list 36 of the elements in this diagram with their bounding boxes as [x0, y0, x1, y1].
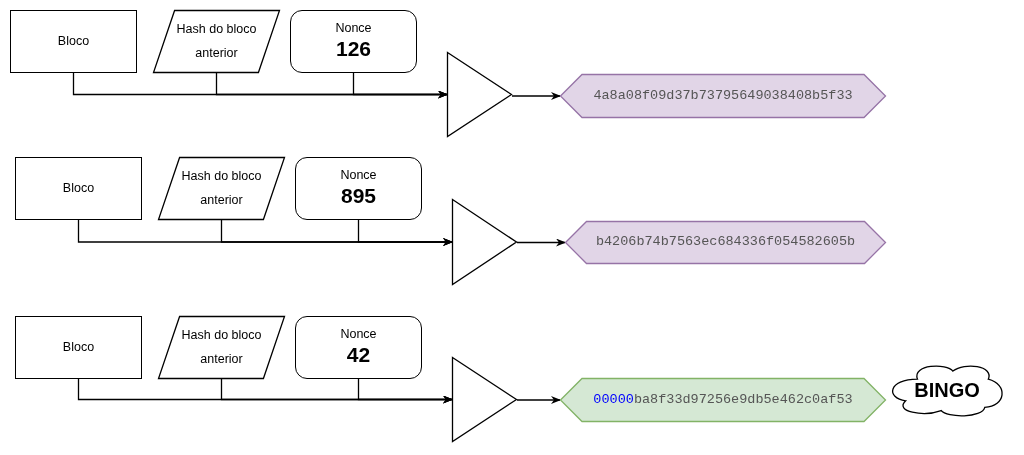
- process-box: [15, 316, 142, 379]
- box-label: Nonce: [335, 20, 372, 37]
- cloud-label: BINGO: [914, 377, 980, 403]
- triangle-shape: [447, 52, 512, 137]
- box-label: Hash do bloco anterior: [180, 167, 263, 209]
- box-label: Hash do bloco anterior: [180, 326, 263, 368]
- connector-arrow: [357, 219, 453, 246]
- hash-value: 4a8a08f09d37b73795649038408b5f33: [593, 87, 853, 105]
- box-label: Hash do bloco anterior: [175, 20, 258, 62]
- box-label: Nonce: [340, 167, 377, 184]
- hash-value: b4206b74b7563ec684336f054582605b: [595, 234, 856, 251]
- triangle-shape: [452, 357, 517, 442]
- rounded-box: [295, 157, 422, 220]
- nonce-value: 895: [340, 183, 376, 210]
- box-label: Nonce: [340, 326, 377, 343]
- hash-hexagon: [565, 221, 886, 264]
- nonce-value: 42: [346, 342, 371, 369]
- box-label: Bloco: [62, 180, 95, 197]
- hash-value: ba8f33d97256e9db5e462c0af53: [633, 391, 853, 409]
- connector-arrow: [516, 238, 566, 247]
- nonce-value: 126: [335, 36, 371, 63]
- leading-zeros: 00000: [593, 391, 634, 409]
- triangle-shape: [452, 199, 517, 285]
- data-parallelogram: [158, 157, 285, 220]
- hash-hexagon: [560, 74, 886, 118]
- box-label: Bloco: [62, 339, 95, 356]
- hash-hexagon: [560, 378, 886, 422]
- box-label: Bloco: [57, 33, 90, 50]
- data-parallelogram: [153, 10, 280, 73]
- connector-arrow: [516, 396, 561, 404]
- rounded-box: [295, 316, 422, 379]
- process-box: [15, 157, 142, 220]
- rounded-box: [290, 10, 417, 73]
- connector-arrow: [511, 92, 561, 100]
- process-box: [10, 10, 137, 73]
- data-parallelogram: [158, 316, 285, 379]
